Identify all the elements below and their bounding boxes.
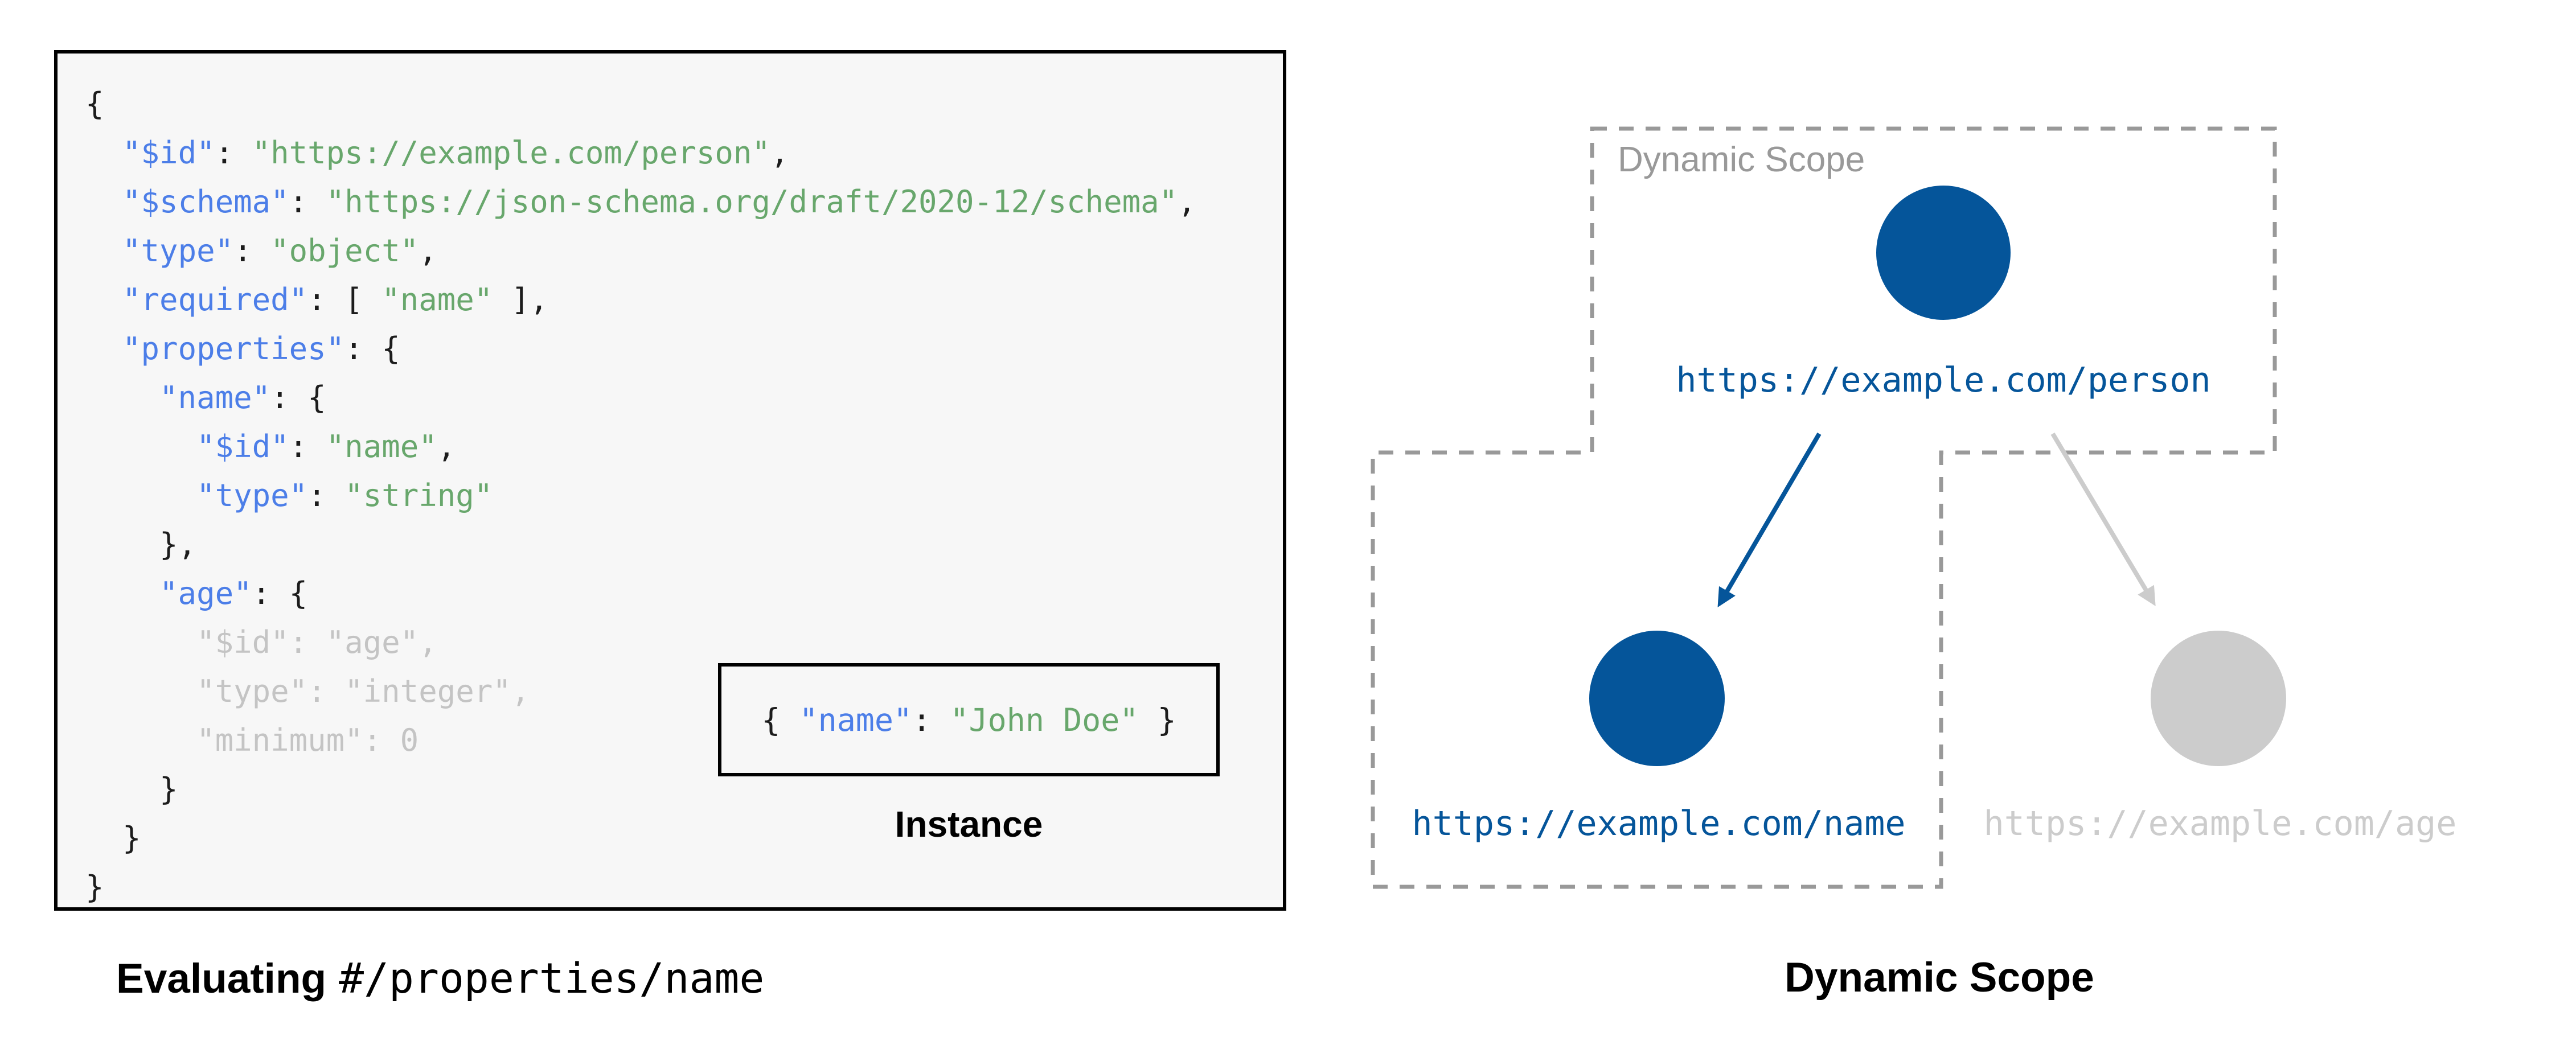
instance-label: Instance xyxy=(895,804,1043,845)
code-line: "type": "integer", xyxy=(85,673,530,709)
code-line: "minimum": 0 xyxy=(85,722,419,758)
code-line: "$id": "https://example.com/person", xyxy=(122,135,789,171)
schema-node-name xyxy=(1589,631,1725,766)
code-line: "type": "string" xyxy=(196,478,493,513)
left-caption: Evaluating #/properties/name xyxy=(116,955,764,1003)
code-line: "$id": "age", xyxy=(85,624,437,660)
code-line: "$id": "name", xyxy=(196,429,456,464)
code-line: "required": [ "name" ], xyxy=(122,282,548,318)
code-line: } xyxy=(85,820,141,856)
code-line: "name": { xyxy=(159,380,326,416)
code-line: "properties": { xyxy=(122,331,400,367)
right-caption: Dynamic Scope xyxy=(1785,955,2094,1001)
left-caption-pointer: #/properties/name xyxy=(339,955,765,1003)
code-line: { "name": "John Doe" } xyxy=(761,701,1176,738)
left-caption-bold: Evaluating xyxy=(116,956,327,1002)
node-url-name: https://example.com/name xyxy=(1412,804,1906,844)
code-line: "age": { xyxy=(159,575,308,611)
node-url-person: https://example.com/person xyxy=(1676,360,2211,400)
schema-code: { "$id": "https://example.com/person", "… xyxy=(85,80,1196,912)
code-line: } xyxy=(85,771,178,807)
schema-code-panel: { "$id": "https://example.com/person", "… xyxy=(54,50,1286,911)
schema-node-person xyxy=(1876,186,2011,320)
code-line: "type": "object", xyxy=(122,233,437,269)
code-line: }, xyxy=(85,526,197,562)
arrow-person-to-name xyxy=(1717,432,1822,608)
code-line: { xyxy=(85,86,104,122)
code-line: "$schema": "https://json-schema.org/draf… xyxy=(122,184,1196,220)
schema-node-age xyxy=(2151,631,2286,766)
instance-box: { "name": "John Doe" } xyxy=(718,663,1220,776)
code-line: } xyxy=(85,869,104,905)
arrow-person-to-age xyxy=(2050,432,2156,606)
dynamic-scope-outline xyxy=(1371,126,2277,889)
node-url-age: https://example.com/age xyxy=(1983,804,2457,844)
dynamic-scope-box-label: Dynamic Scope xyxy=(1618,140,1865,179)
